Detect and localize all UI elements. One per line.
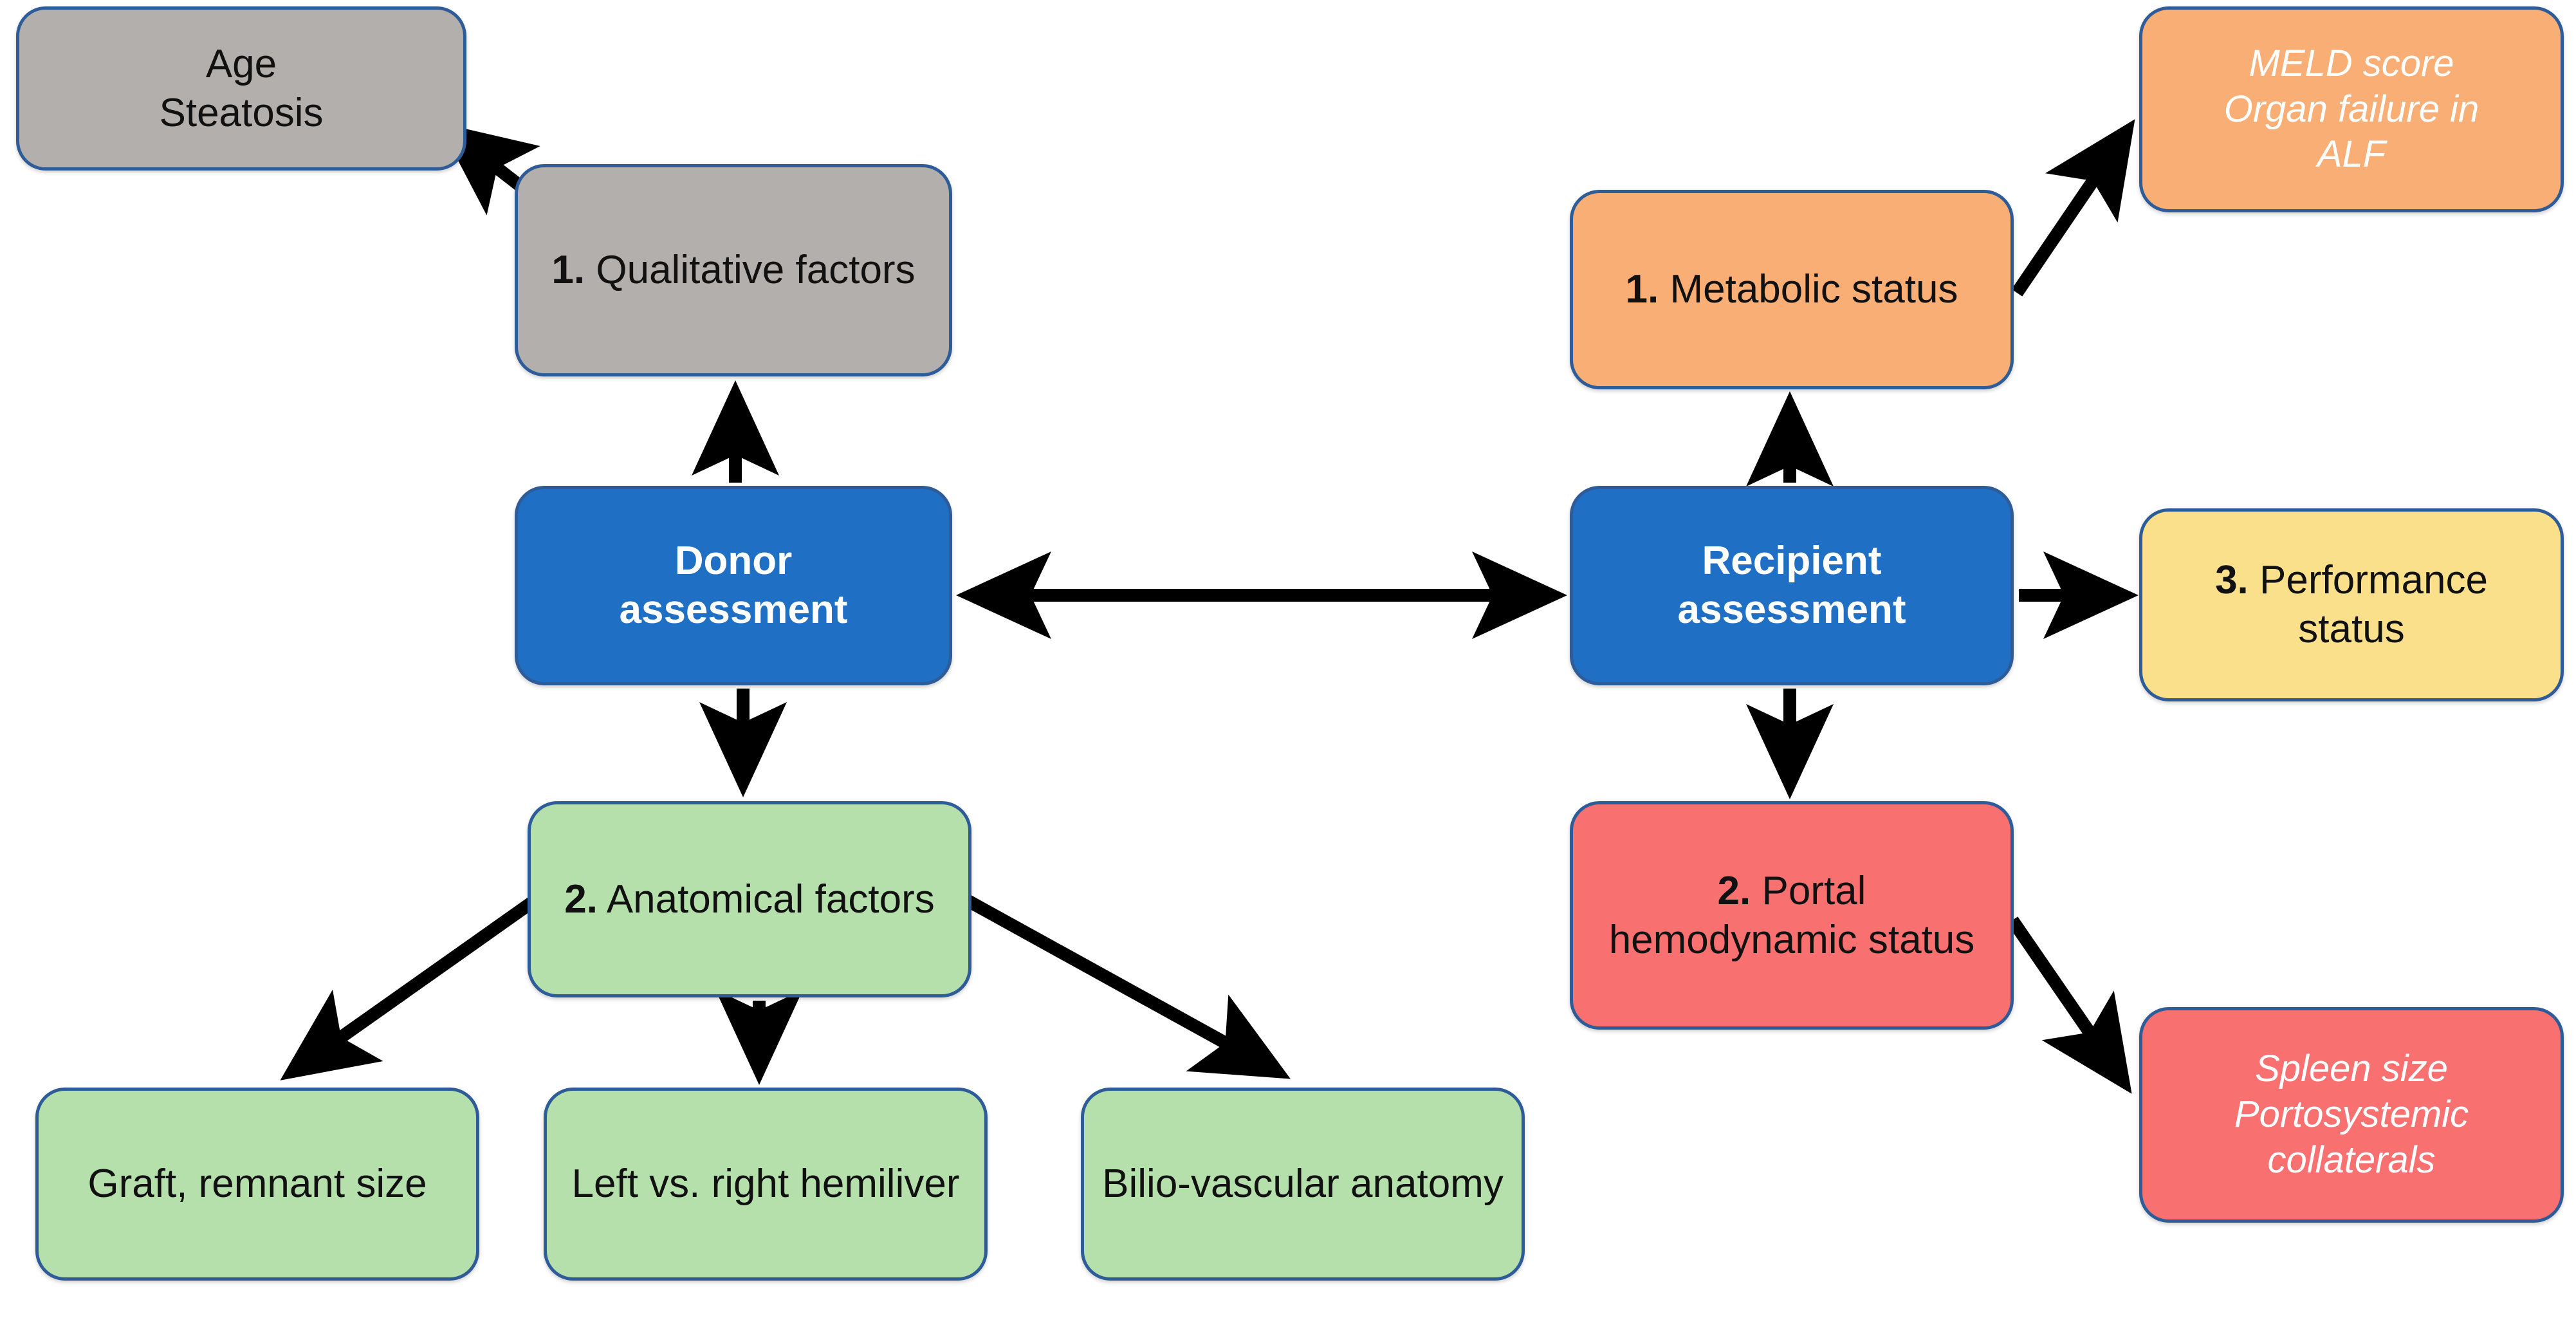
edge-portal-to-spleen [2007, 916, 2132, 1094]
node-metabolic-status-label: 1. Metabolic status [1625, 267, 1958, 312]
node-portal-hemodynamic-status[interactable]: 2. Portal hemodynamic status [1570, 801, 2014, 1030]
node-performance-status[interactable]: 3. Performance status [2139, 508, 2564, 701]
node-graft-remnant-size[interactable]: Graft, remnant size [35, 1088, 479, 1281]
node-portal-hemodynamic-status-label: 2. Portal hemodynamic status [1608, 868, 1975, 962]
node-performance-status-label: 3. Performance status [2215, 558, 2488, 651]
edge-metabolic-to-meld [2011, 119, 2135, 297]
edge-anatomical-to-bilio [965, 895, 1291, 1079]
node-anatomical-factors-label: 2. Anatomical factors [564, 876, 935, 922]
node-bilio-vascular-anatomy[interactable]: Bilio-vascular anatomy [1081, 1088, 1525, 1281]
node-anatomical-factors[interactable]: 2. Anatomical factors [528, 801, 971, 997]
node-left-vs-right-hemiliver[interactable]: Left vs. right hemiliver [544, 1088, 988, 1281]
node-left-vs-right-hemiliver-label: Left vs. right hemiliver [571, 1162, 960, 1207]
node-qualitative-factors-label: 1. Qualitative factors [551, 248, 915, 293]
node-graft-remnant-size-label: Graft, remnant size [87, 1162, 427, 1207]
node-metabolic-status[interactable]: 1. Metabolic status [1570, 190, 2014, 389]
node-qualitative-factors[interactable]: 1. Qualitative factors [515, 164, 952, 376]
edge-anatomical-to-graft [280, 895, 538, 1080]
node-bilio-vascular-anatomy-label: Bilio-vascular anatomy [1102, 1162, 1504, 1207]
